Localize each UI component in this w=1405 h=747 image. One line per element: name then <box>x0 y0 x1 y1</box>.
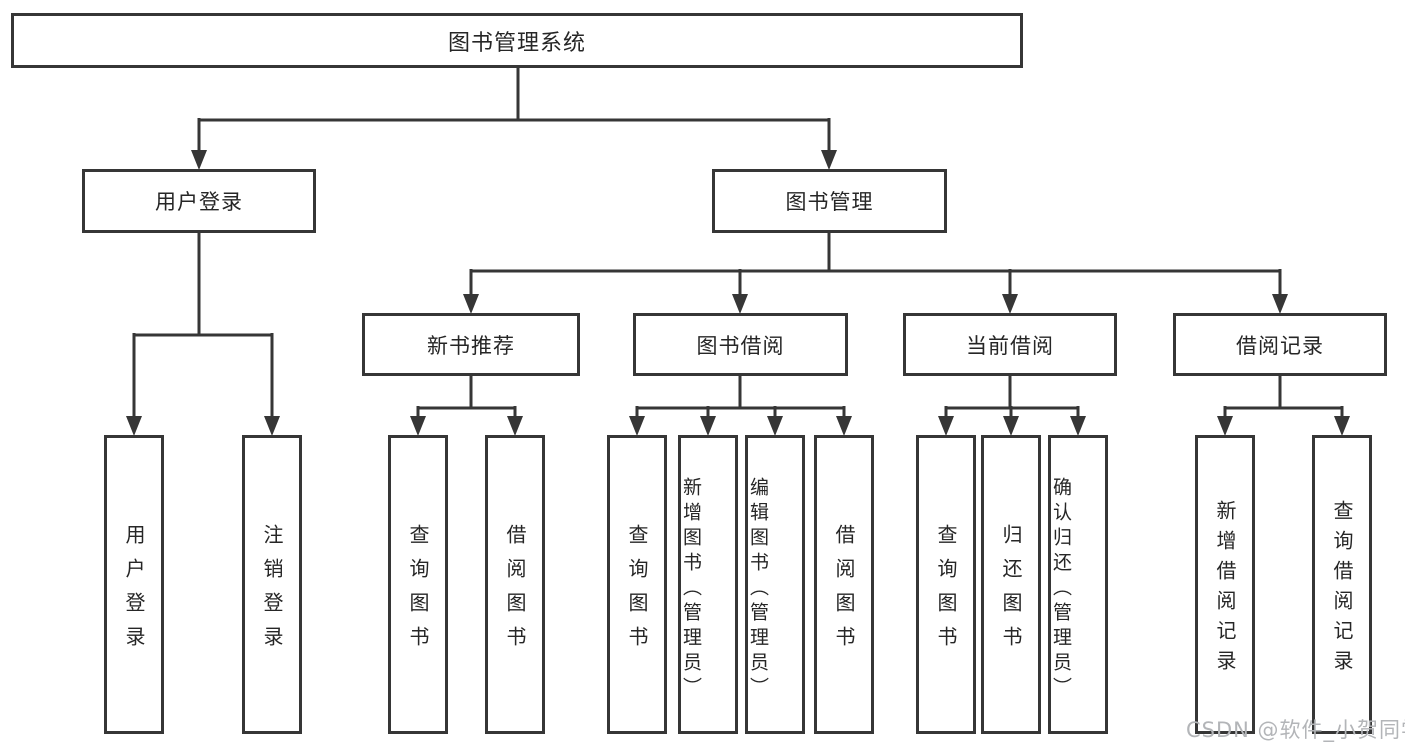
node-book-borrowing: 图书借阅 <box>633 313 848 376</box>
node-label: 图书管理 <box>785 190 874 214</box>
node-return-books: 归还图书 <box>981 435 1041 734</box>
node-label: 确认归还（管理员） <box>1050 477 1072 702</box>
node-label: 查询图书 <box>406 523 430 660</box>
node-label: 查询图书 <box>625 523 649 660</box>
node-query-books-recommend: 查询图书 <box>388 435 448 734</box>
csdn-watermark: CSDN @软件_小贺同学 <box>1186 718 1405 742</box>
node-borrow-books: 借阅图书 <box>814 435 874 734</box>
node-label: 新增借阅记录 <box>1213 499 1237 680</box>
node-label: 归还图书 <box>999 523 1023 660</box>
node-add-books-admin: 新增图书（管理员） <box>678 435 738 734</box>
node-label: 用户登录 <box>155 190 243 214</box>
node-label: 借阅图书 <box>503 523 527 660</box>
node-borrowing-records: 借阅记录 <box>1173 313 1387 376</box>
node-label: 查询借阅记录 <box>1330 499 1354 680</box>
node-query-books-current: 查询图书 <box>916 435 976 734</box>
node-query-borrowing-record: 查询借阅记录 <box>1312 435 1372 734</box>
node-add-borrowing-record: 新增借阅记录 <box>1195 435 1255 734</box>
node-user-login-leaf: 用户登录 <box>104 435 164 734</box>
node-label: 图书借阅 <box>696 333 785 358</box>
node-label: 查询图书 <box>934 523 958 660</box>
node-query-books-borrowing: 查询图书 <box>607 435 667 734</box>
node-current-borrowing: 当前借阅 <box>903 313 1117 376</box>
node-label: 借阅图书 <box>832 523 856 660</box>
node-confirm-return-admin: 确认归还（管理员） <box>1048 435 1108 734</box>
node-borrow-books-recommend: 借阅图书 <box>485 435 545 734</box>
node-logout: 注销登录 <box>242 435 302 734</box>
node-label: 新书推荐 <box>427 333 515 358</box>
node-label: 当前借阅 <box>966 333 1054 358</box>
node-label: 注销登录 <box>260 523 284 660</box>
node-label: 图书管理系统 <box>447 30 586 56</box>
node-label: 编辑图书（管理员） <box>747 477 769 702</box>
node-edit-books-admin: 编辑图书（管理员） <box>745 435 805 734</box>
node-library-management-system: 图书管理系统 <box>11 13 1023 68</box>
node-user-login: 用户登录 <box>82 169 316 233</box>
node-label: 新增图书（管理员） <box>680 477 702 702</box>
node-book-management: 图书管理 <box>712 169 947 233</box>
node-label: 借阅记录 <box>1236 333 1324 358</box>
node-label: 用户登录 <box>122 523 146 660</box>
node-new-book-recommendation: 新书推荐 <box>362 313 580 376</box>
